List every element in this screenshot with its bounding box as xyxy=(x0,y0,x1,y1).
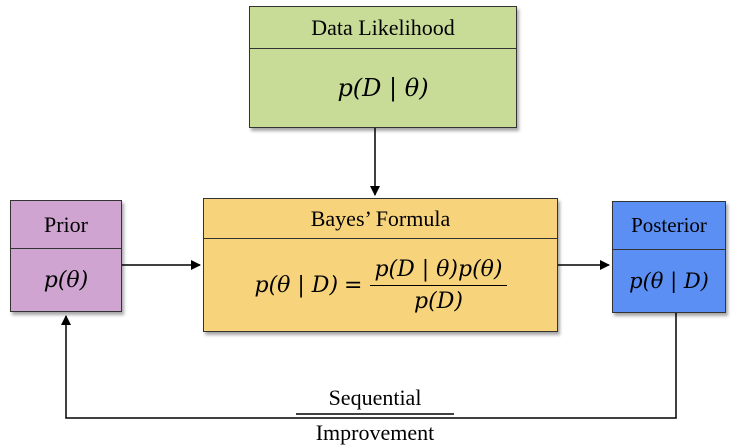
posterior-title: Posterior xyxy=(613,202,725,250)
bayes-formula-title: Bayes’ Formula xyxy=(204,199,557,239)
feedback-label-bottom: Improvement xyxy=(315,420,435,445)
posterior-box: Posterior p(θ | D) xyxy=(612,201,726,313)
data-likelihood-formula: p(D | θ) xyxy=(337,74,429,102)
bayes-formula-box: Bayes’ Formula p(θ | D) = p(D | θ)p(θ) p… xyxy=(203,198,558,332)
bayes-formula-denominator: p(D) xyxy=(414,288,463,314)
feedback-label-top: Sequential xyxy=(328,385,422,410)
prior-formula: p(θ) xyxy=(43,267,89,293)
prior-box: Prior p(θ) xyxy=(10,200,122,312)
bayes-formula-numerator: p(D | θ)p(θ) xyxy=(370,257,507,286)
arrow-feedback-posterior-to-prior xyxy=(61,313,677,419)
posterior-formula: p(θ | D) xyxy=(629,269,709,293)
bayes-formula-equals: = xyxy=(344,272,363,298)
data-likelihood-box: Data Likelihood p(D | θ) xyxy=(249,6,517,128)
prior-title: Prior xyxy=(11,201,121,249)
bayes-formula-fraction: p(D | θ)p(θ) p(D) xyxy=(370,257,507,314)
bayes-formula-lhs: p(θ | D) xyxy=(254,272,339,298)
bayes-formula-equation: p(θ | D) = p(D | θ)p(θ) p(D) xyxy=(204,239,557,331)
data-likelihood-title: Data Likelihood xyxy=(250,7,516,49)
